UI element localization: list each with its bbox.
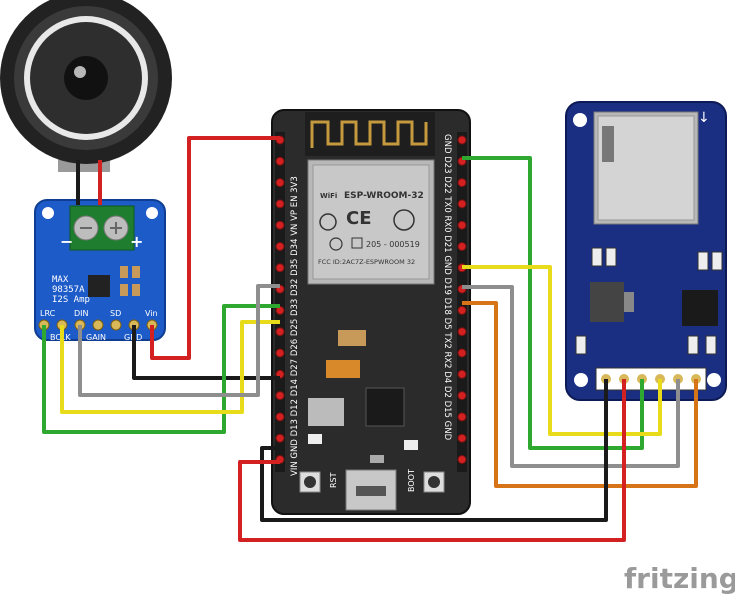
rst-label: RST bbox=[329, 472, 338, 488]
header-pin bbox=[457, 327, 467, 337]
header-pin bbox=[457, 348, 467, 358]
amp-pin-label: GAIN bbox=[86, 333, 106, 342]
header-pin bbox=[457, 433, 467, 443]
amp-pin-label: SD bbox=[110, 309, 121, 318]
wire-din bbox=[78, 284, 280, 397]
header-pin bbox=[275, 156, 285, 166]
amp-ic bbox=[88, 275, 110, 297]
wire-sd-sck bbox=[462, 285, 680, 468]
wire-vin-3v3 bbox=[150, 136, 280, 360]
header-pin bbox=[457, 220, 467, 230]
wire-sd-mosi bbox=[462, 156, 644, 450]
header-pin bbox=[275, 348, 285, 358]
header-pin bbox=[457, 199, 467, 209]
wires bbox=[42, 136, 698, 542]
usb-uart-ic bbox=[365, 387, 405, 427]
fcc-id: FCC ID:2AC7Z-ESPWROOM 32 bbox=[318, 258, 415, 266]
speaker-dust-cap bbox=[64, 56, 108, 100]
ce-mark: CE bbox=[346, 208, 372, 229]
header-pin bbox=[275, 242, 285, 251]
amp-chip-label: MAX bbox=[52, 275, 69, 285]
header-pin bbox=[457, 369, 467, 379]
esp32-devkit: WiFi ESP-WROOM-32 CE 205 - 000519 FCC ID… bbox=[271, 109, 471, 515]
header-pin bbox=[275, 178, 285, 188]
amp-pin-label: LRC bbox=[40, 309, 56, 318]
amp-chip-label: I2S Amp bbox=[52, 295, 90, 305]
capacitor bbox=[132, 266, 140, 278]
speaker-highlight bbox=[74, 66, 86, 78]
wifi-logo: WiFi bbox=[320, 192, 337, 200]
header-pin bbox=[457, 412, 467, 422]
minus-sign: − bbox=[60, 232, 73, 251]
amp-chip-label: 98357A bbox=[52, 285, 85, 295]
speaker bbox=[0, 0, 172, 172]
sd-ic bbox=[682, 290, 718, 326]
wireless-icon bbox=[393, 209, 415, 231]
fritzing-watermark: fritzing bbox=[624, 562, 735, 594]
wire-sd-miso bbox=[462, 265, 662, 436]
sd-card-module: ↓ bbox=[565, 101, 727, 401]
wire-sd-vcc bbox=[238, 379, 626, 542]
header-pin bbox=[275, 412, 285, 422]
max98357a-board: − + MAX 98357A I2S Amp LRC BCLK DIN GAIN… bbox=[34, 199, 166, 342]
header-pin bbox=[457, 391, 467, 401]
wire-gnd bbox=[132, 325, 280, 380]
sd-header bbox=[595, 367, 707, 391]
header-pin bbox=[275, 199, 285, 209]
cert-number: 205 - 000519 bbox=[366, 240, 420, 249]
boot-label: BOOT bbox=[407, 469, 416, 492]
left-pin-header bbox=[275, 132, 285, 472]
pcb-antenna bbox=[310, 120, 428, 148]
header-pin bbox=[275, 327, 285, 337]
module-name: ESP-WROOM-32 bbox=[344, 191, 424, 201]
header-pin bbox=[275, 433, 285, 443]
header-pin bbox=[457, 178, 467, 188]
regulator bbox=[590, 282, 624, 322]
amp-pin-label: DIN bbox=[74, 309, 89, 318]
sd-mount-hole bbox=[707, 373, 721, 387]
wire-lrc bbox=[42, 304, 280, 434]
amp-pin-label: Vin bbox=[145, 309, 158, 318]
left-pin-labels: VIN GND D13 D12 D14 D27 D26 D25 D33 D32 … bbox=[290, 176, 300, 476]
header-pin bbox=[275, 220, 285, 230]
capacitor bbox=[326, 360, 360, 378]
wire-sd-cs bbox=[462, 301, 698, 488]
capacitor bbox=[120, 266, 128, 278]
wire-bclk bbox=[60, 320, 280, 414]
header-pin bbox=[457, 242, 467, 251]
right-pin-labels: GND D23 D22 TX0 RX0 D21 GND D19 D18 D5 T… bbox=[442, 134, 452, 441]
header-pin bbox=[457, 135, 467, 145]
amp-mount-hole bbox=[146, 207, 158, 219]
regulator bbox=[308, 398, 344, 426]
header-pin bbox=[457, 455, 467, 464]
plus-sign: + bbox=[130, 232, 143, 251]
header-pin bbox=[275, 263, 285, 273]
sd-arrow: ↓ bbox=[698, 110, 710, 126]
amp-mount-hole bbox=[42, 207, 54, 219]
capacitor bbox=[338, 330, 366, 346]
telec-icon bbox=[329, 237, 343, 251]
wire-sd-gnd bbox=[260, 379, 608, 522]
header-pin bbox=[275, 391, 285, 401]
header-pin bbox=[457, 305, 467, 315]
cert-icon bbox=[319, 213, 337, 231]
capacitor bbox=[132, 284, 140, 296]
sd-mount-hole bbox=[573, 113, 587, 127]
capacitor bbox=[120, 284, 128, 296]
sd-mount-hole bbox=[574, 373, 588, 387]
